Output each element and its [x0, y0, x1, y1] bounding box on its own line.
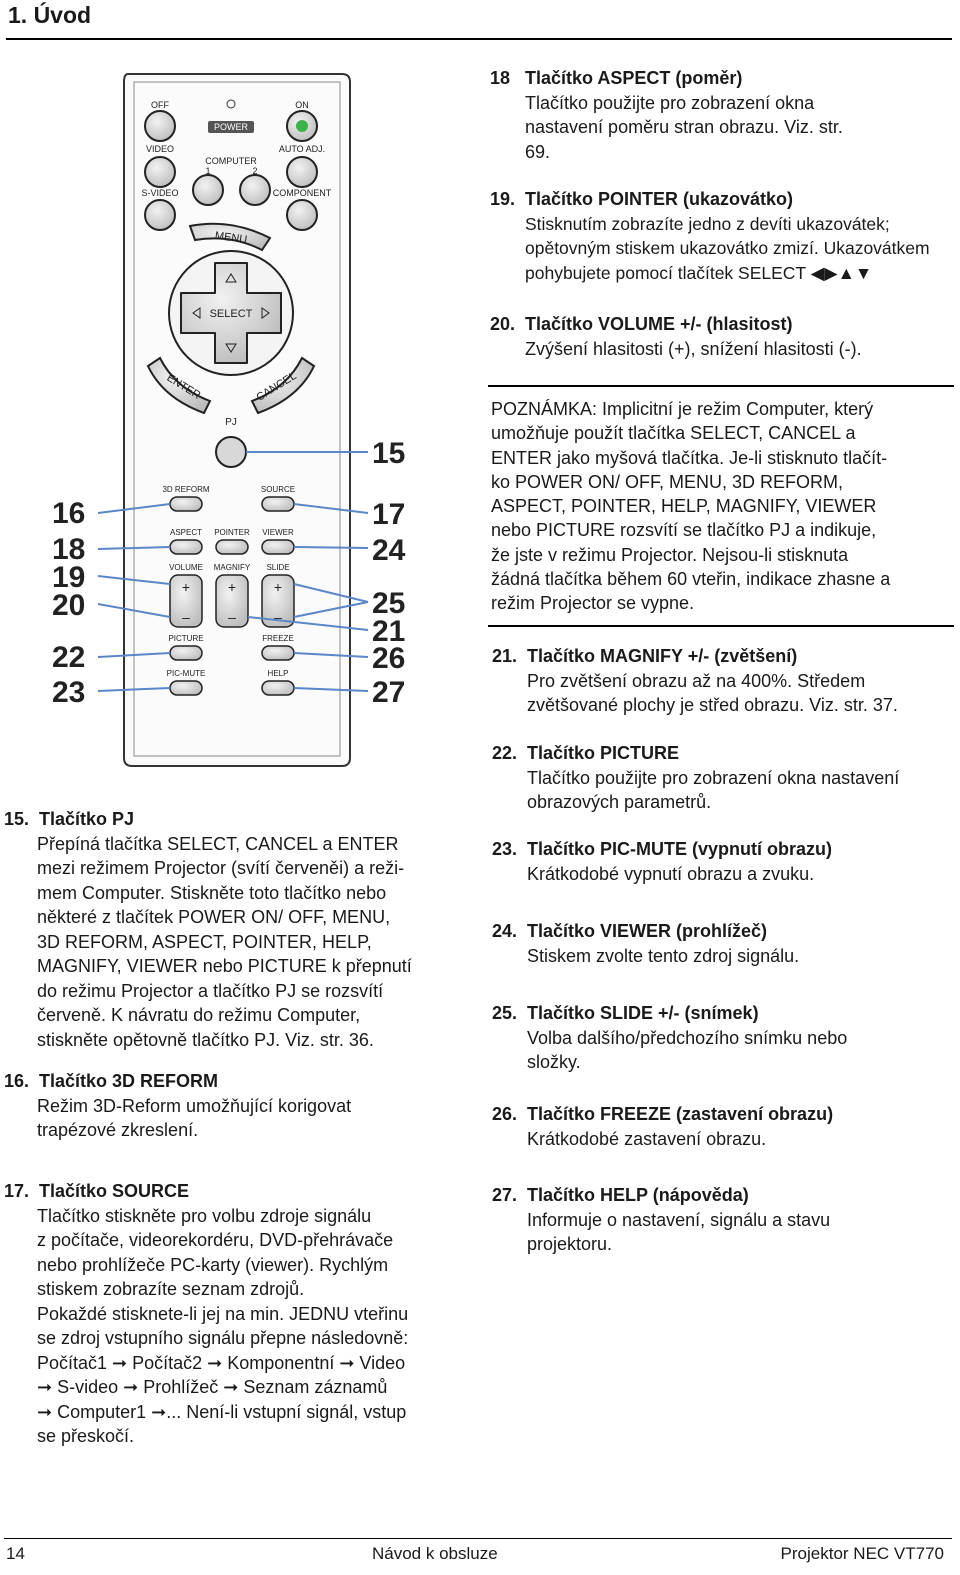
note-box: POZNÁMKA: Implicitní je režim Computer, … [488, 385, 954, 627]
callout-22: 22 [52, 641, 85, 674]
label-component: COMPONENT [273, 188, 332, 198]
label-source: SOURCE [261, 485, 295, 494]
item-22: 22.Tlačítko PICTURE Tlačítko použijte pr… [492, 743, 900, 812]
arrow-right-icon [261, 307, 270, 319]
item-24: 24.Tlačítko VIEWER (prohlížeč) Stiskem z… [492, 921, 800, 966]
label-c2: 2 [252, 166, 257, 176]
page-number: 14 [6, 1544, 25, 1563]
callout-26: 26 [372, 642, 405, 675]
label-magnify: MAGNIFY [214, 563, 251, 572]
pointer-button[interactable] [215, 539, 249, 555]
magnify-rocker[interactable] [215, 574, 249, 628]
callout-23: 23 [52, 676, 85, 709]
item-27: 27.Tlačítko HELP (nápověda) Informuje o … [492, 1185, 831, 1254]
label-aspect: ASPECT [170, 528, 202, 537]
callout-15: 15 [372, 437, 405, 470]
callout-21: 21 [372, 615, 405, 648]
svg-text:+: + [274, 579, 282, 595]
label-off: OFF [151, 100, 169, 110]
item-16: 16.Tlačítko 3D REFORM Režim 3D-Reform um… [4, 1071, 352, 1140]
label-power: POWER [214, 122, 249, 132]
item-17: 17.Tlačítko SOURCE Tlačítko stiskněte pr… [4, 1181, 409, 1446]
freeze-button[interactable] [261, 645, 295, 661]
label-volume: VOLUME [169, 563, 203, 572]
item-15: 15.Tlačítko PJ Přepíná tlačítka SELECT, … [4, 809, 412, 1050]
note-text: POZNÁMKA: Implicitní je režim Computer, … [491, 399, 891, 614]
video-button[interactable] [144, 156, 176, 188]
label-picture: PICTURE [168, 634, 203, 643]
label-3d-reform: 3D REFORM [162, 485, 209, 494]
source-button[interactable] [261, 496, 295, 512]
label-c1: 1 [205, 166, 210, 176]
svg-text:–: – [182, 609, 190, 625]
arrow-left-icon [192, 307, 201, 319]
callout-24: 24 [372, 534, 406, 567]
svg-text:–: – [274, 609, 282, 625]
callout-27: 27 [372, 676, 405, 709]
aspect-button[interactable] [169, 539, 203, 555]
power-off-button[interactable] [144, 110, 176, 142]
callout-16: 16 [52, 497, 85, 530]
item-19: 19.Tlačítko POINTER (ukazovátko) Stisknu… [490, 189, 930, 283]
pic-mute-button[interactable] [169, 680, 203, 696]
callout-19: 19 [52, 561, 85, 594]
menu-button[interactable] [188, 222, 272, 252]
label-pointer: POINTER [214, 528, 250, 537]
callout-25: 25 [372, 587, 405, 620]
callout-17: 17 [372, 498, 405, 531]
label-viewer: VIEWER [262, 528, 294, 537]
label-s-video: S-VIDEO [141, 188, 178, 198]
picture-button[interactable] [169, 645, 203, 661]
item-20: 20.Tlačítko VOLUME +/- (hlasitost) Zvýše… [490, 314, 862, 359]
svg-text:+: + [182, 579, 190, 595]
label-pic-mute: PIC-MUTE [167, 669, 206, 678]
computer2-button[interactable] [239, 174, 271, 206]
label-select: SELECT [210, 308, 253, 320]
3d-reform-button[interactable] [169, 496, 203, 512]
remote-control-illustration: OFF ON POWER VIDEO COMPUTER 1 2 AUTO ADJ… [52, 73, 406, 767]
cancel-button[interactable] [250, 356, 316, 415]
label-auto-adj: AUTO ADJ. [279, 144, 325, 154]
arrow-up-icon [225, 273, 237, 283]
callout-18: 18 [52, 533, 85, 566]
volume-rocker[interactable] [169, 574, 203, 628]
label-freeze: FREEZE [262, 634, 294, 643]
header-rule [6, 38, 952, 40]
s-video-button[interactable] [144, 199, 176, 231]
label-help: HELP [268, 669, 289, 678]
label-pj: PJ [225, 417, 237, 428]
item-26: 26.Tlačítko FREEZE (zastavení obrazu) Kr… [492, 1104, 834, 1149]
label-on: ON [295, 100, 309, 110]
computer1-button[interactable] [192, 174, 224, 206]
item-23: 23.Tlačítko PIC-MUTE (vypnutí obrazu) Kr… [492, 839, 833, 884]
auto-adj-button[interactable] [286, 156, 318, 188]
pj-button[interactable] [215, 436, 247, 468]
svg-text:+: + [228, 579, 236, 595]
label-computer: COMPUTER [205, 156, 257, 166]
footer-rule [4, 1538, 952, 1539]
item-21: 21.Tlačítko MAGNIFY +/- (zvětšení) Pro z… [492, 646, 898, 715]
item-25: 25.Tlačítko SLIDE +/- (snímek) Volba dal… [492, 1003, 848, 1072]
footer-right: Projektor NEC VT770 [780, 1544, 944, 1563]
viewer-button[interactable] [261, 539, 295, 555]
component-button[interactable] [286, 199, 318, 231]
label-video: VIDEO [146, 144, 174, 154]
page-title: 1. Úvod [8, 2, 92, 28]
callout-20: 20 [52, 589, 85, 622]
footer-center: Návod k obsluze [372, 1544, 498, 1563]
enter-button[interactable] [146, 356, 212, 415]
label-menu: MENU [214, 230, 248, 246]
svg-text:–: – [228, 609, 236, 625]
label-slide: SLIDE [266, 563, 289, 572]
help-button[interactable] [261, 680, 295, 696]
power-led-icon [296, 120, 308, 132]
slide-rocker[interactable] [261, 574, 295, 628]
arrow-down-icon [225, 343, 237, 353]
